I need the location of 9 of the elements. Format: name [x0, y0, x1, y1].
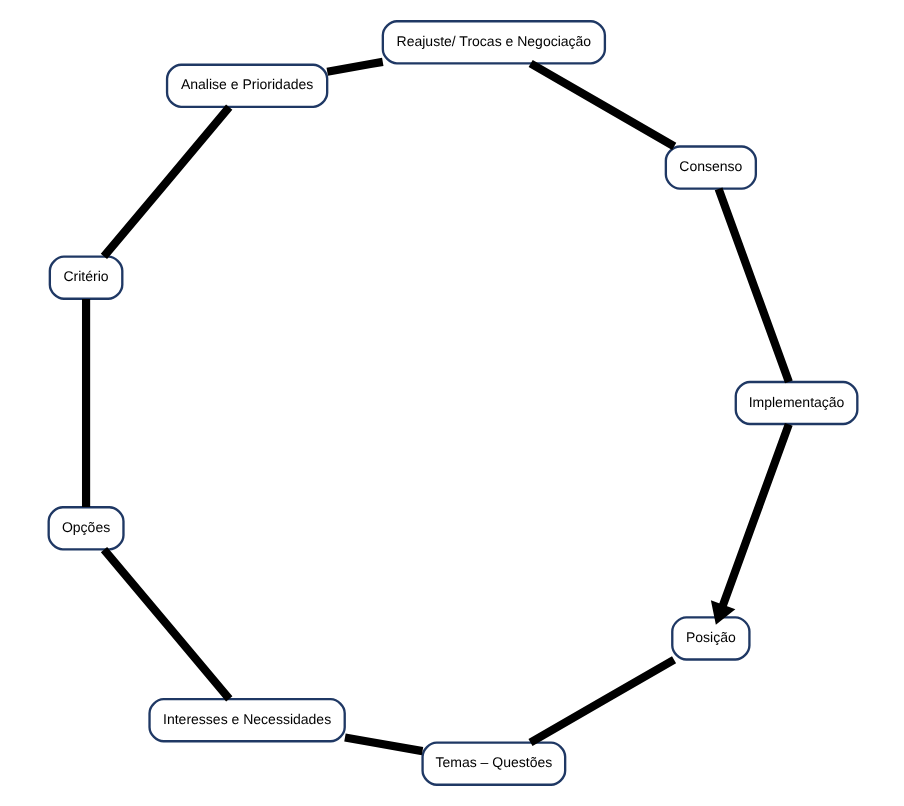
connector: [713, 187, 792, 384]
connector: [527, 656, 676, 747]
connector: [527, 60, 676, 150]
connector: [325, 57, 383, 76]
connector: [343, 733, 423, 756]
connector: [99, 547, 232, 702]
arrow: [709, 422, 792, 625]
connector: [80, 299, 90, 507]
connector: [99, 104, 232, 260]
